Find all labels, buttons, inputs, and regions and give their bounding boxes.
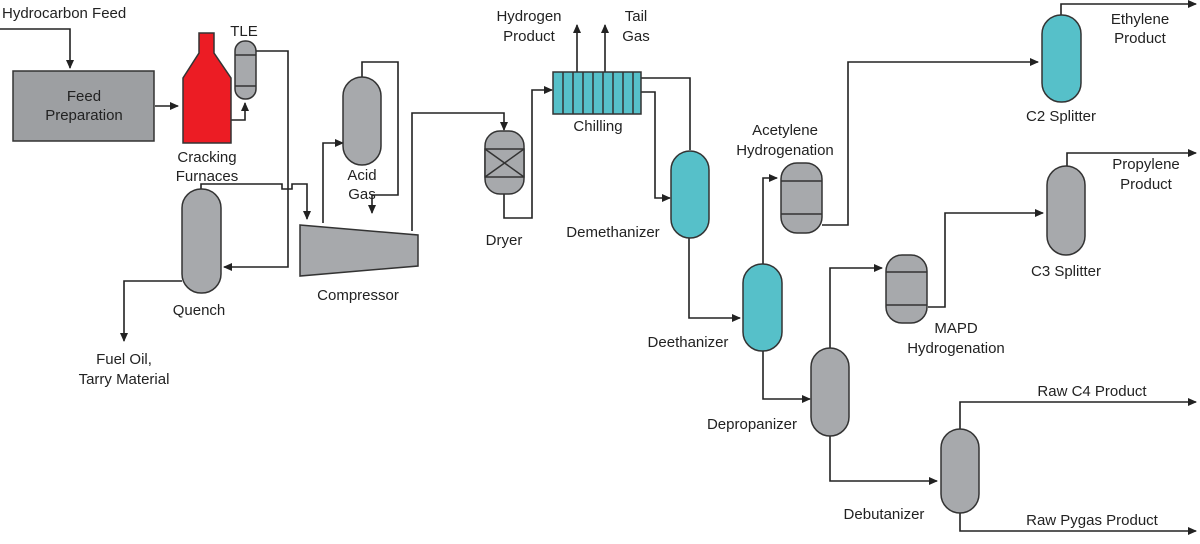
propylene-product-label-line2: Product bbox=[1120, 176, 1173, 193]
deethanizer-label: Deethanizer bbox=[648, 334, 729, 351]
propylene-product-label-line1: Propylene bbox=[1112, 156, 1180, 173]
chilling-exchanger-icon bbox=[552, 71, 642, 115]
tle-to-quench-line bbox=[223, 50, 289, 271]
deethanizer-column-icon bbox=[742, 263, 783, 352]
compressor-icon bbox=[299, 224, 419, 277]
ethylene-product-label-line1: Ethylene bbox=[1111, 11, 1169, 28]
dryer-to-chilling-line bbox=[503, 86, 553, 219]
tle-label: TLE bbox=[230, 23, 258, 40]
dryer-label: Dryer bbox=[486, 232, 523, 249]
cracking-furnaces-label-line1: Cracking bbox=[177, 149, 236, 166]
c2-splitter-column-icon bbox=[1041, 14, 1082, 103]
demethanizer-to-deethanizer-line bbox=[688, 237, 741, 322]
compressor-label: Compressor bbox=[317, 287, 399, 304]
tle-vessel-icon bbox=[234, 40, 257, 100]
acid-gas-vessel-icon bbox=[342, 76, 382, 166]
quench-label: Quench bbox=[173, 302, 226, 319]
quench-to-compressor-line bbox=[200, 183, 311, 220]
acetylene-reactor-icon bbox=[780, 162, 823, 234]
compressor-to-acid-gas-line bbox=[322, 139, 344, 223]
acetylene-hydrogenation-label-line2: Hydrogenation bbox=[736, 142, 834, 159]
raw-pygas-product-label: Raw Pygas Product bbox=[1026, 512, 1159, 529]
diagram-labels: Hydrocarbon Feed Feed Preparation TLE Cr… bbox=[2, 5, 1180, 529]
cracking-furnace-icon bbox=[182, 32, 232, 144]
fuel-oil-line bbox=[120, 280, 182, 342]
acid-gas-label-line1: Acid bbox=[347, 167, 376, 184]
c2-splitter-label: C2 Splitter bbox=[1026, 108, 1096, 125]
c3-splitter-label: C3 Splitter bbox=[1031, 263, 1101, 280]
depropanizer-label: Depropanizer bbox=[707, 416, 797, 433]
acid-gas-label-line2: Gas bbox=[348, 186, 376, 203]
compressor-to-dryer-line bbox=[411, 112, 508, 231]
furnace-to-tle-line bbox=[230, 102, 249, 121]
dryer-bed-cross-2 bbox=[484, 148, 525, 178]
raw-c4-line bbox=[959, 398, 1197, 430]
hydrocarbon-feed-label: Hydrocarbon Feed bbox=[2, 5, 126, 22]
feed-line bbox=[0, 28, 74, 69]
acid-gas-return-line bbox=[361, 61, 399, 214]
mapd-hydrogenation-label-line2: Hydrogenation bbox=[907, 340, 1005, 357]
deethanizer-to-acetylene-line bbox=[762, 174, 778, 265]
fuel-oil-label-line1: Fuel Oil, bbox=[96, 351, 152, 368]
acetylene-to-c2-line bbox=[822, 58, 1039, 226]
feed-preparation-box bbox=[12, 70, 155, 142]
raw-c4-product-label: Raw C4 Product bbox=[1037, 383, 1147, 400]
demethanizer-column-icon bbox=[670, 150, 710, 239]
fuel-oil-label-line2: Tarry Material bbox=[79, 371, 170, 388]
depropanizer-to-debutanizer-line bbox=[829, 435, 938, 485]
ethylene-product-label-line2: Product bbox=[1114, 30, 1167, 47]
chilling-to-demethanizer-line-1 bbox=[641, 77, 691, 150]
propylene-product-line bbox=[1066, 149, 1197, 167]
depropanizer-column-icon bbox=[810, 347, 850, 437]
mapd-reactor-icon bbox=[885, 254, 928, 324]
c3-splitter-column-icon bbox=[1046, 165, 1086, 256]
tail-gas-label-line1: Tail bbox=[625, 8, 648, 25]
hydrogen-product-label-line2: Product bbox=[503, 28, 556, 45]
depropanizer-to-mapd-line bbox=[829, 264, 883, 349]
ethylene-product-line bbox=[1060, 0, 1197, 15]
feed-preparation-label-line1: Feed bbox=[67, 88, 101, 105]
acetylene-hydrogenation-label-line1: Acetylene bbox=[752, 122, 818, 139]
debutanizer-label: Debutanizer bbox=[844, 506, 925, 523]
chilling-label: Chilling bbox=[573, 118, 622, 135]
chilling-to-demethanizer-line-2 bbox=[641, 91, 671, 202]
mapd-to-c3-line bbox=[928, 209, 1044, 308]
cracking-furnaces-label-line2: Furnaces bbox=[176, 168, 239, 185]
tail-gas-label-line2: Gas bbox=[622, 28, 650, 45]
demethanizer-label: Demethanizer bbox=[566, 224, 659, 241]
debutanizer-column-icon bbox=[940, 428, 980, 514]
feed-preparation-label-line2: Preparation bbox=[45, 107, 123, 124]
hydrogen-product-label-line1: Hydrogen bbox=[496, 8, 561, 25]
deethanizer-to-depropanizer-line bbox=[762, 350, 811, 403]
mapd-hydrogenation-label-line1: MAPD bbox=[934, 320, 978, 337]
quench-vessel-icon bbox=[181, 188, 222, 294]
raw-pygas-line bbox=[959, 512, 1197, 535]
